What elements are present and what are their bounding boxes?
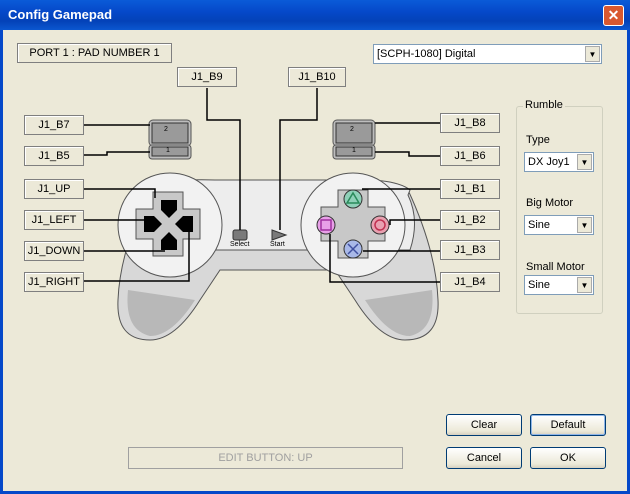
close-button[interactable]: ✕	[603, 5, 624, 26]
l2-label: 2	[164, 126, 168, 133]
close-icon: ✕	[607, 7, 620, 23]
rumble-type-label: Type	[526, 134, 550, 146]
select-label: Select	[230, 241, 250, 248]
controller-type-select[interactable]: [SCPH-1080] Digital ▼	[373, 44, 602, 64]
big-motor-select[interactable]: Sine ▼	[524, 215, 594, 235]
rumble-type-value: DX Joy1	[528, 156, 570, 168]
button-up[interactable]: J1_UP	[24, 179, 84, 199]
chevron-down-icon[interactable]: ▼	[585, 46, 600, 62]
r1-label: 1	[352, 147, 356, 154]
chevron-down-icon[interactable]: ▼	[577, 277, 592, 293]
default-button[interactable]: Default	[530, 414, 606, 436]
big-motor-label: Big Motor	[526, 197, 574, 209]
cancel-button[interactable]: Cancel	[446, 447, 522, 469]
clear-button[interactable]: Clear	[446, 414, 522, 436]
r2-label: 2	[350, 126, 354, 133]
controller-type-value: [SCPH-1080] Digital	[377, 48, 476, 60]
window-frame	[0, 30, 630, 494]
big-motor-value: Sine	[528, 219, 551, 231]
rumble-title: Rumble	[523, 99, 565, 111]
port-label: PORT 1 : PAD NUMBER 1	[17, 43, 172, 63]
button-down[interactable]: J1_DOWN	[24, 241, 84, 261]
button-b5[interactable]: J1_B5	[24, 146, 84, 166]
edit-status-bar: EDIT BUTTON: UP	[128, 447, 403, 469]
ok-button[interactable]: OK	[530, 447, 606, 469]
window-title: Config Gamepad	[8, 7, 113, 22]
button-left[interactable]: J1_LEFT	[24, 210, 84, 230]
button-b8[interactable]: J1_B8	[440, 113, 500, 133]
l1-label: 1	[166, 147, 170, 154]
chevron-down-icon[interactable]: ▼	[577, 154, 592, 170]
small-motor-label: Small Motor	[526, 261, 585, 273]
small-motor-select[interactable]: Sine ▼	[524, 275, 594, 295]
button-b6[interactable]: J1_B6	[440, 146, 500, 166]
button-b7[interactable]: J1_B7	[24, 115, 84, 135]
title-bar: Config Gamepad ✕	[0, 0, 630, 30]
button-b1[interactable]: J1_B1	[440, 179, 500, 199]
small-motor-value: Sine	[528, 279, 551, 291]
chevron-down-icon[interactable]: ▼	[577, 217, 592, 233]
button-right[interactable]: J1_RIGHT	[24, 272, 84, 292]
button-b10[interactable]: J1_B10	[288, 67, 346, 87]
rumble-type-select[interactable]: DX Joy1 ▼	[524, 152, 594, 172]
start-label: Start	[270, 241, 285, 248]
button-b3[interactable]: J1_B3	[440, 240, 500, 260]
button-b2[interactable]: J1_B2	[440, 210, 500, 230]
button-b9[interactable]: J1_B9	[177, 67, 237, 87]
button-b4[interactable]: J1_B4	[440, 272, 500, 292]
